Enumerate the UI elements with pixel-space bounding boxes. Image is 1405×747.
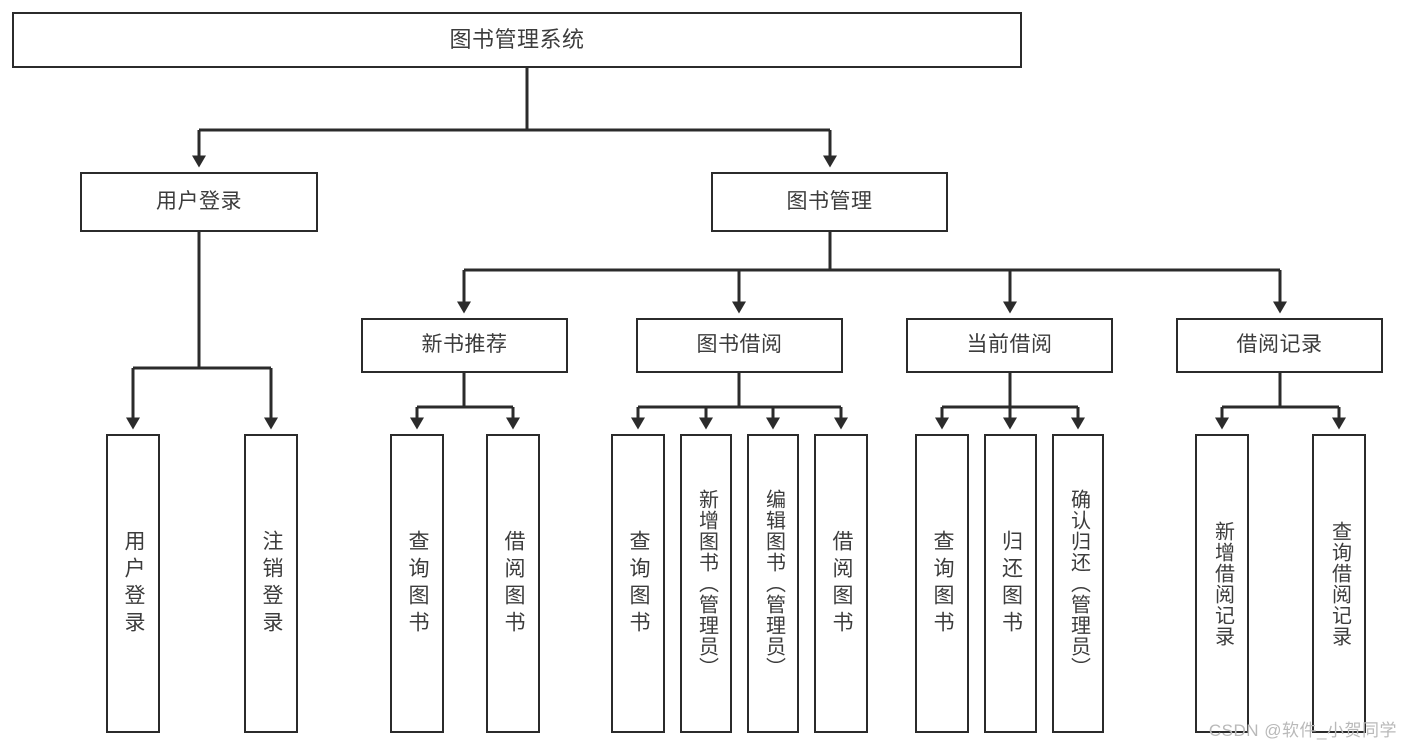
leaf-borrow-record-query[interactable]: 查询借阅记录 [1312,434,1366,733]
leaf-current-borrow-confirm-label: 确认归还（管理员） [1067,489,1090,678]
leaf-user-login-signin[interactable]: 用户登录 [106,434,160,733]
leaf-new-book-query[interactable]: 查询图书 [390,434,444,733]
leaf-book-borrow-query[interactable]: 查询图书 [611,434,665,733]
node-new-book-recommend-label: 新书推荐 [421,333,508,357]
node-user-login[interactable]: 用户登录 [80,172,318,232]
leaf-book-borrow-edit-label: 编辑图书（管理员） [762,489,785,678]
node-book-management-label: 图书管理 [786,189,873,213]
leaf-book-borrow-edit[interactable]: 编辑图书（管理员） [747,434,799,733]
node-book-management[interactable]: 图书管理 [711,172,948,232]
leaf-current-borrow-query-label: 查询图书 [931,529,955,638]
leaf-user-login-signin-label: 用户登录 [122,529,146,638]
node-current-borrow-label: 当前借阅 [966,333,1053,357]
node-current-borrow[interactable]: 当前借阅 [906,318,1113,373]
node-borrow-record-label: 借阅记录 [1236,333,1323,357]
node-root[interactable]: 图书管理系统 [12,12,1022,68]
node-new-book-recommend[interactable]: 新书推荐 [361,318,568,373]
leaf-borrow-record-query-label: 查询借阅记录 [1328,520,1351,647]
leaf-current-borrow-confirm[interactable]: 确认归还（管理员） [1052,434,1104,733]
leaf-book-borrow-add[interactable]: 新增图书（管理员） [680,434,732,733]
leaf-new-book-query-label: 查询图书 [406,529,430,638]
leaf-borrow-record-add-label: 新增借阅记录 [1211,520,1234,647]
leaf-book-borrow-query-label: 查询图书 [627,529,651,638]
node-borrow-record[interactable]: 借阅记录 [1176,318,1383,373]
node-user-login-label: 用户登录 [156,189,242,213]
leaf-borrow-record-add[interactable]: 新增借阅记录 [1195,434,1249,733]
leaf-book-borrow-borrow[interactable]: 借阅图书 [814,434,868,733]
watermark-text: CSDN @软件_小贺同学 [1208,721,1397,740]
leaf-user-login-signout-label: 注销登录 [260,529,284,638]
leaf-new-book-borrow[interactable]: 借阅图书 [486,434,540,733]
leaf-current-borrow-query[interactable]: 查询图书 [915,434,969,733]
node-book-borrow-label: 图书借阅 [696,333,783,357]
leaf-user-login-signout[interactable]: 注销登录 [244,434,298,733]
node-book-borrow[interactable]: 图书借阅 [636,318,843,373]
leaf-book-borrow-add-label: 新增图书（管理员） [695,489,718,678]
node-root-label: 图书管理系统 [449,27,585,53]
leaf-book-borrow-borrow-label: 借阅图书 [830,529,854,638]
leaf-current-borrow-return[interactable]: 归还图书 [984,434,1037,733]
leaf-current-borrow-return-label: 归还图书 [999,529,1023,638]
leaf-new-book-borrow-label: 借阅图书 [502,529,526,638]
